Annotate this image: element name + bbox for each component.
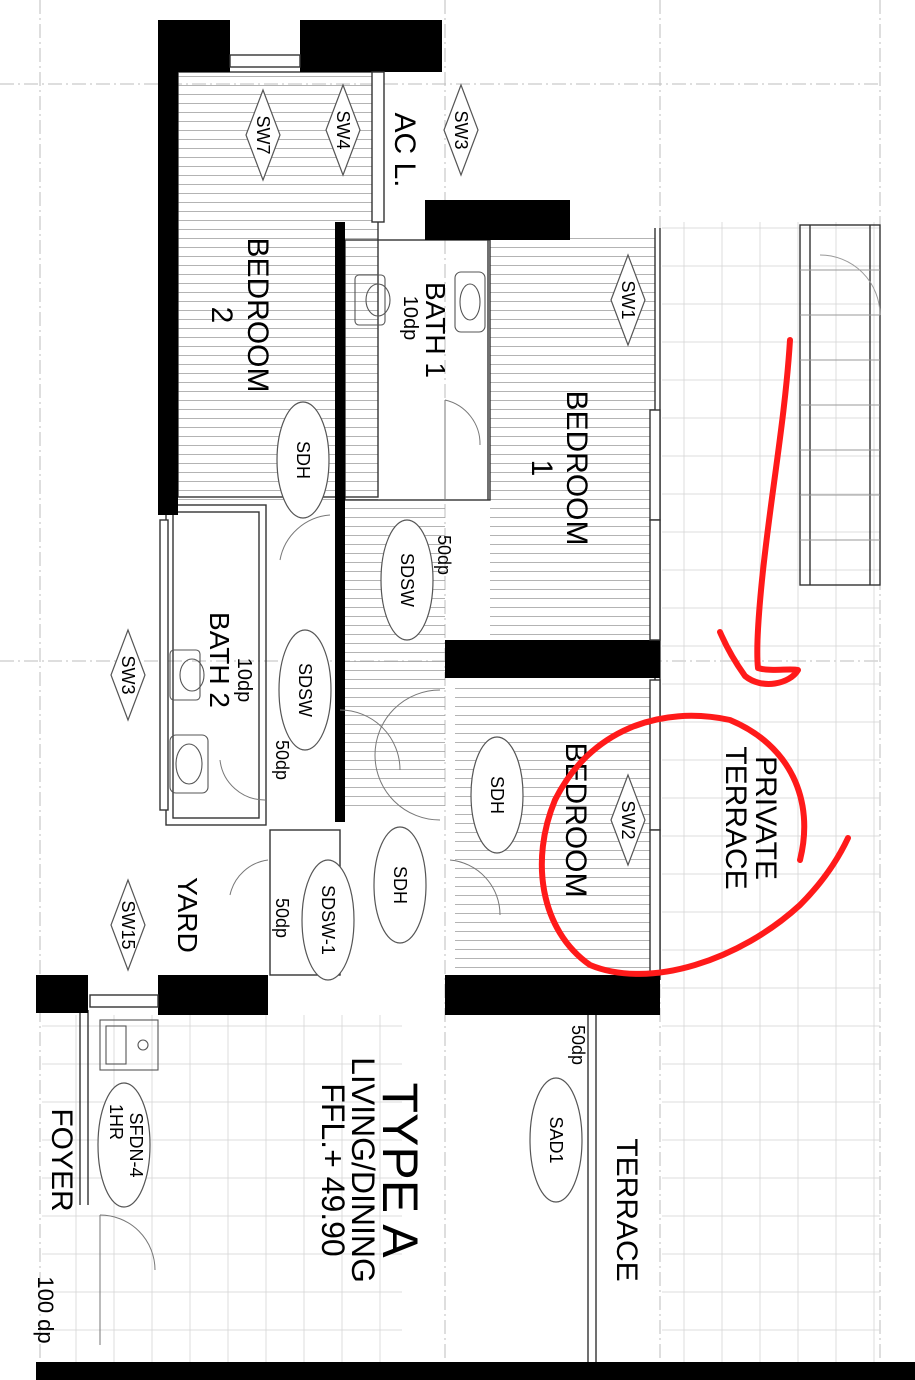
door-label-sdh-3: SDH	[390, 866, 410, 904]
door-dp-sad1: 50dp	[568, 1025, 588, 1065]
label-bath1-dp: 10dp	[399, 296, 421, 341]
label-bedroom2: BEDROOM	[241, 237, 274, 392]
window-tag-sw1	[610, 253, 646, 347]
red-annotations	[538, 337, 851, 977]
window-tags	[110, 83, 646, 972]
door-label-sfdn-rating: 1HR	[106, 1104, 126, 1140]
label-terrace: TERRACE	[610, 1138, 643, 1281]
door-label-sdsw-2: SDSW	[295, 663, 315, 717]
door-tag-sdh-2	[470, 736, 524, 854]
label-private-terrace-2: TERRACE	[719, 746, 752, 889]
foyer-tiles	[42, 1015, 402, 1365]
label-bedroom2-num: 2	[205, 307, 238, 324]
window-tag-sw3-left	[110, 628, 146, 722]
door-dp-sdsw-1: 50dp	[434, 535, 454, 575]
door-tag-sad1	[529, 1077, 583, 1203]
label-bath2: BATH 2	[204, 612, 235, 708]
label-ffl: FFL.+ 49.90	[315, 1083, 351, 1256]
label-bath1: BATH 1	[420, 282, 451, 378]
window-label-sw7: SW7	[253, 115, 273, 154]
door-tag-sdh-3	[373, 826, 427, 944]
window-tag-sw15	[110, 878, 146, 972]
label-foyer-dp: 100 dp	[33, 1276, 58, 1343]
door-tag-labels: SDH SDSW 50dp SDSW 50dp SDH SDH SDSW-1 5…	[106, 441, 588, 1178]
door-tags	[97, 401, 583, 1208]
label-bedroom1-num: 1	[525, 460, 558, 477]
window-label-sw3-left: SW3	[118, 655, 138, 694]
label-ac: AC L.	[388, 112, 421, 187]
annotation-circle	[538, 712, 851, 977]
door-tag-sfdn	[97, 1082, 151, 1208]
terrace-steps	[800, 254, 881, 541]
window-tag-sw3-top	[443, 83, 479, 177]
window-tag-sw7	[245, 88, 281, 182]
door-tag-sdsw-1	[380, 519, 434, 641]
label-foyer: FOYER	[45, 1108, 78, 1211]
window-tag-sw4	[325, 83, 361, 177]
annotation-arrow	[717, 337, 801, 687]
door-dp-sdsw-2: 50dp	[272, 740, 292, 780]
door-label-sdsw-3: SDSW-1	[318, 885, 338, 955]
label-bath2-dp: 10dp	[233, 658, 255, 703]
door-label-sdh-1: SDH	[293, 441, 313, 479]
window-tag-sw2	[610, 773, 646, 867]
door-label-sdh-2: SDH	[487, 776, 507, 814]
label-yard: YARD	[172, 877, 203, 953]
door-tag-sdh-1	[276, 401, 330, 519]
door-label-sdsw-1: SDSW	[397, 553, 417, 607]
window-label-sw2: SW2	[618, 800, 638, 839]
label-type: TYPE A	[372, 1082, 428, 1258]
door-swings	[99, 399, 501, 1345]
window-label-sw3-top: SW3	[451, 110, 471, 149]
door-tag-sdsw-3	[301, 859, 355, 981]
door-dp-sdsw-3: 50dp	[272, 898, 292, 938]
label-private-terrace-1: PRIVATE	[749, 756, 782, 880]
fixtures	[99, 271, 486, 1071]
window-tag-labels: SW7 SW4 SW3 SW1 SW2 SW3 SW15	[118, 110, 638, 949]
structural-walls	[36, 20, 915, 1380]
room-labels: BEDROOM 2 AC L. BATH 1 10dp BEDROOM 1 BA…	[33, 112, 782, 1343]
private-terrace-tiles	[662, 222, 880, 1372]
window-label-sw15: SW15	[118, 900, 138, 949]
door-tag-sdsw-2	[278, 629, 332, 751]
window-label-sw1: SW1	[618, 280, 638, 319]
door-label-sfdn: SFDN-4	[126, 1112, 146, 1177]
door-label-sad1: SAD1	[546, 1116, 566, 1163]
label-living: LIVING/DINING	[345, 1057, 381, 1283]
label-bedroom1: BEDROOM	[560, 390, 593, 545]
window-label-sw4: SW4	[333, 110, 353, 149]
